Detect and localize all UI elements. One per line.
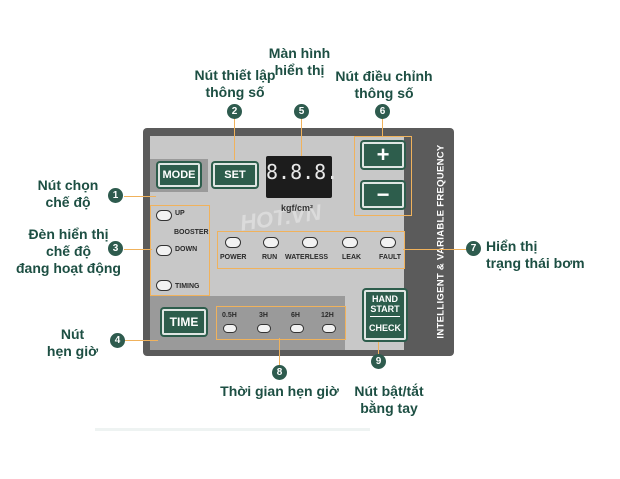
led-leak [342,237,358,248]
led-power-label: POWER [220,254,247,261]
led-down [156,245,172,256]
connector-2 [234,118,235,160]
marker-2: 2 [227,104,242,119]
connector-1 [124,196,156,197]
bottom-strip [95,428,370,431]
callout-hand: Nút bật/tắt bằng tay [354,383,424,416]
marker-3: 3 [108,241,123,256]
led-leak-label: LEAK [342,254,362,261]
hand-start-check-button[interactable]: HAND START CHECK [364,290,406,340]
side-text: INTELLIGENT & VARIABLE FREQUENCY [435,144,447,339]
time-option-label: 6H [291,312,300,319]
start-label: START [370,304,400,317]
led-up [156,210,172,221]
led-booster-label: BOOSTER [174,229,209,236]
mode-leds-highlight [150,205,210,296]
time-option-label: 3H [259,312,268,319]
time-button[interactable]: TIME [162,309,206,335]
time-option-led [257,324,271,333]
callout-timer-button: Nút hẹn giờ [46,326,99,359]
connector-7 [403,249,467,250]
led-run-label: RUN [262,254,278,261]
time-option-label: 12H [321,312,334,319]
adjust-highlight [354,136,412,216]
display-unit: kgf/cm² [281,203,314,213]
callout-lights: Đèn hiển thị chế độ đang hoạt động [16,226,121,276]
time-options-highlight [216,306,346,340]
callout-times: Thời gian hẹn giờ [220,383,339,399]
callout-status: Hiển thị trạng thái bơm [486,238,585,271]
set-button[interactable]: SET [213,163,257,187]
callout-set: Nút thiết lập thông số [194,67,276,100]
marker-9: 9 [371,354,386,369]
marker-5: 5 [294,104,309,119]
led-waterless [302,237,318,248]
led-down-label: DOWN [175,246,198,253]
marker-8: 8 [272,365,287,380]
callout-display: Màn hình hiển thị [268,45,331,78]
time-option-led [290,324,304,333]
led-up-label: UP [175,210,185,217]
marker-1: 1 [108,188,123,203]
minus-button[interactable]: − [362,182,404,208]
led-power [225,237,241,248]
time-option-label: 0.5H [222,312,237,319]
led-run [263,237,279,248]
led-fault-label: FAULT [379,254,402,261]
connector-8 [279,338,280,366]
connector-5 [301,118,302,156]
marker-6: 6 [375,104,390,119]
connector-3 [124,249,152,250]
marker-7: 7 [466,241,481,256]
time-option-led [322,324,336,333]
status-highlight [217,231,405,269]
plus-button[interactable]: + [362,142,404,168]
hand-label: HAND [372,294,398,304]
callout-mode: Nút chọn chế độ [37,177,99,210]
led-waterless-label: WATERLESS [285,254,329,261]
display-digits: 8.8.8. [266,160,339,184]
check-label: CHECK [368,323,401,333]
connector-9 [378,342,379,354]
connector-6 [382,118,383,136]
connector-4 [124,340,158,341]
display-screen [266,156,332,198]
led-fault [380,237,396,248]
callout-adjust: Nút điều chỉnh thông số [335,68,433,101]
led-timing-label: TIMING [175,283,200,290]
time-option-led [223,324,237,333]
marker-4: 4 [110,333,125,348]
led-timing [156,280,172,291]
mode-button[interactable]: MODE [158,163,200,187]
